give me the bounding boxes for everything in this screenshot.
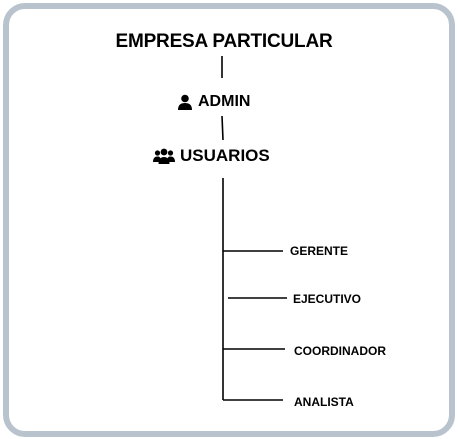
node-admin-label: ADMIN — [198, 93, 251, 110]
role-coordinador: COORDINADOR — [294, 344, 386, 358]
role-ejecutivo: EJECUTIVO — [293, 292, 362, 306]
connector-admin-users — [221, 115, 224, 141]
users-group-icon — [153, 148, 175, 164]
role-analista: ANALISTA — [294, 395, 354, 409]
node-users: USUARIOS — [153, 146, 270, 166]
node-users-label: USUARIOS — [180, 146, 270, 165]
diagram-frame — [3, 3, 455, 437]
role-gerente: GERENTE — [290, 244, 349, 258]
node-admin: ADMIN — [177, 92, 250, 112]
user-icon — [177, 94, 193, 110]
diagram-title: EMPRESA PARTICULAR — [115, 31, 333, 52]
